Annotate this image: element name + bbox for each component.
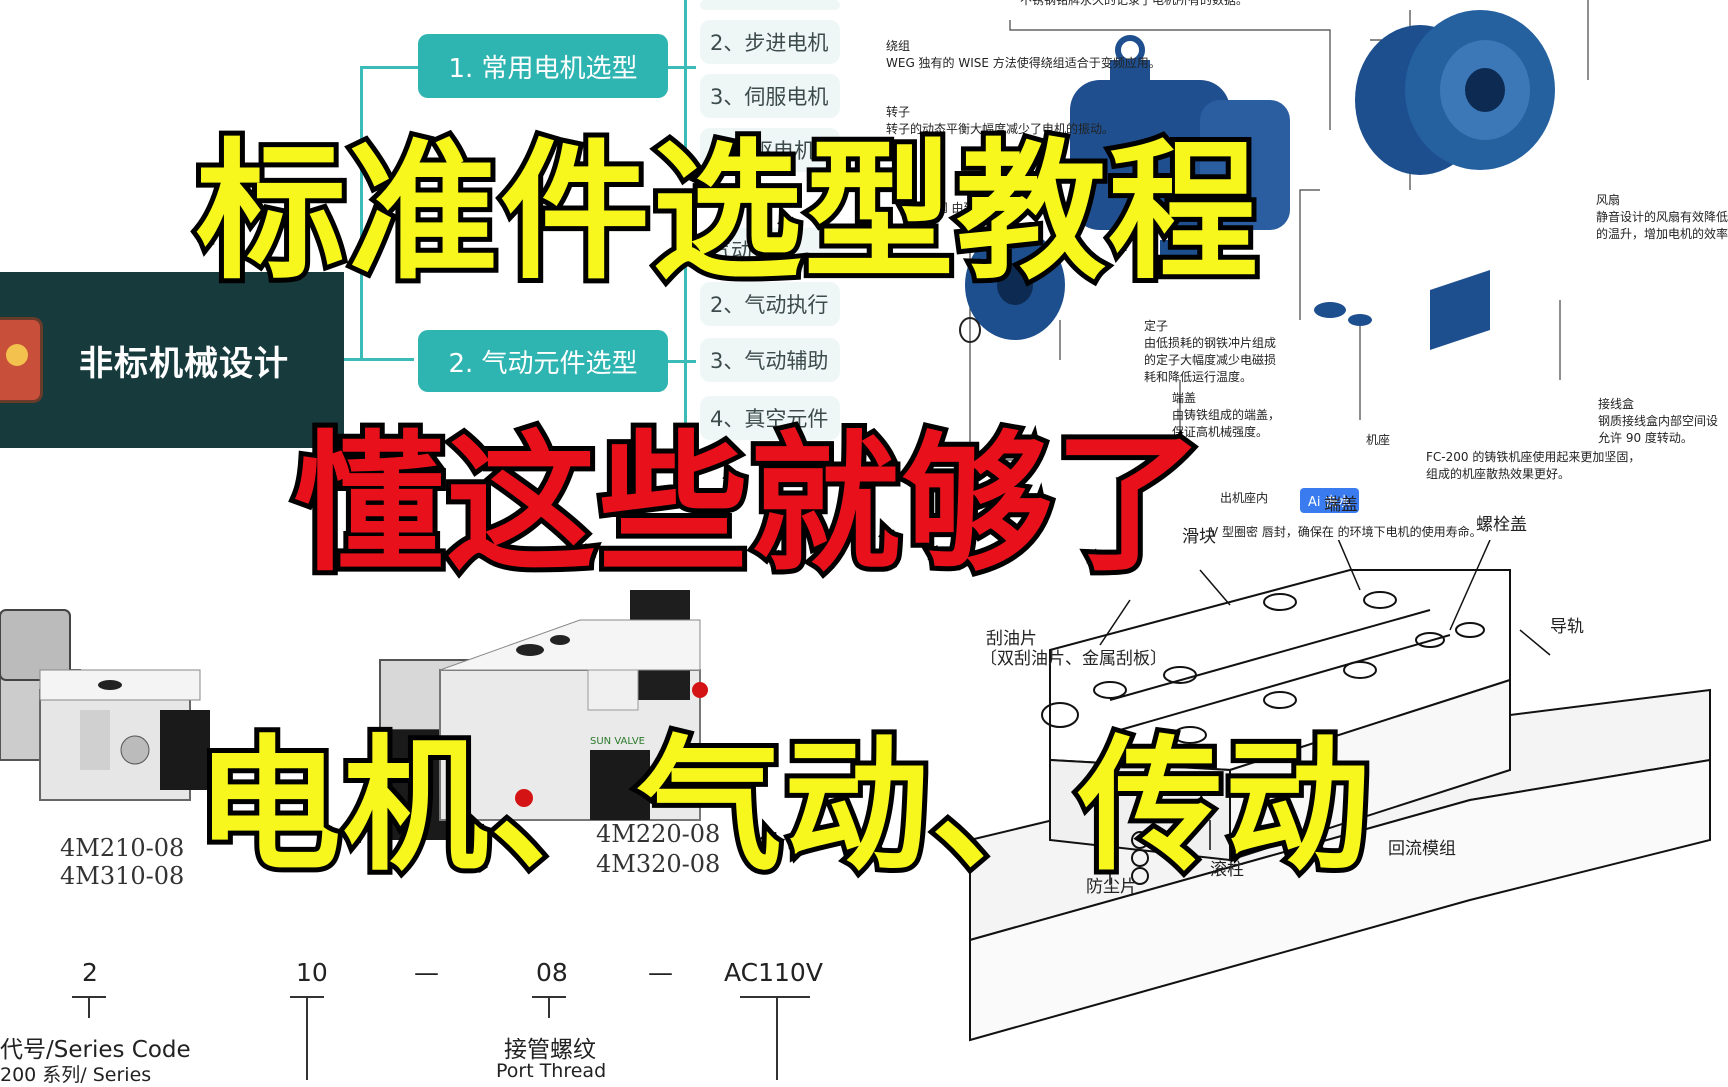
mindmap-leaf[interactable]: 气动执 (700, 228, 840, 272)
leaf-label: 2、气动执行 (710, 293, 829, 317)
thread-sub: Port Thread (496, 1060, 607, 1082)
connector (344, 358, 414, 361)
guide-label-roller: 滚柱 (1210, 860, 1244, 880)
guide-label-wiper: 刮油片 (986, 629, 1037, 649)
valve-model-right-1: 4M220-08 (596, 820, 721, 848)
code-tick (290, 996, 324, 998)
guide-label-slider: 滑块 (1182, 527, 1216, 547)
connector (668, 66, 696, 69)
code-part: — (648, 958, 673, 987)
leaf-label: 3、伺服电机 (710, 85, 829, 109)
motor-box-title: 接线盒 (1598, 397, 1635, 411)
code-part: AC110V (724, 958, 823, 987)
mindmap-leaf[interactable]: 、直驱电机 (700, 128, 840, 172)
connector (684, 0, 687, 150)
connector (684, 230, 687, 470)
motor-exploded-drawing (959, 0, 1589, 461)
ai-badge-label: Ai 去水 (1308, 495, 1351, 510)
guide-label-bolt-cap: 螺栓盖 (1476, 515, 1527, 535)
leaf-label: 4、真空元件 (710, 407, 829, 431)
valve-model-right-2: 4M320-08 (596, 850, 721, 878)
mindmap-leaf[interactable] (700, 0, 840, 10)
branch-label: 1. 常用电机选型 (448, 53, 638, 84)
valve-product-area: SUN VALVE 4M210-08 4M310-08 4M220-08 4M3… (0, 560, 860, 1086)
mindmap: 非标机械设计 1. 常用电机选型 2. 气动元件选型 2、步进电机 3、伺服电机… (0, 0, 860, 470)
leaf-label: 3、气动辅助 (710, 349, 829, 373)
mindmap-branch-motor[interactable]: 1. 常用电机选型 (418, 34, 668, 98)
motor-stator-text: 由低损耗的钢铁冲片组成 的定子大幅度减少电磁损 耗和降低运行温度。 (1144, 336, 1277, 384)
valve-model-left-2: 4M310-08 (60, 862, 185, 890)
valve-brand-label: SUN VALVE (590, 736, 645, 747)
valve-photos (0, 590, 708, 840)
motor-note: 不锈钢铭牌永久的记录了电机所有的数据。 (1020, 0, 1249, 7)
motor-diagram: 不锈钢铭牌永久的记录了电机所有的数据。 绕组 WEG 独有的 WISE 方法使得… (870, 0, 1728, 540)
motor-winding-title: 绕组 (886, 39, 911, 53)
mindmap-leaf[interactable]: 2、步进电机 (700, 20, 840, 64)
motor-base-text: FC-200 的铸铁机座使用起来更加坚固， 组成的机座散热效果更好。 (1426, 450, 1641, 481)
code-part: 08 (536, 958, 568, 987)
mindmap-leaf[interactable]: 2、气动执行 (700, 282, 840, 326)
motor-endcap-text: 由铸铁组成的端盖， 保证高机械强度。 (1172, 408, 1281, 439)
motor-box-text: 钢质接线盒内部空间设 允许 90 度转动。 (1598, 414, 1719, 445)
code-tick (88, 996, 90, 1018)
code-tick (72, 996, 106, 998)
guide-label-endcap: 端盖 (1324, 495, 1358, 515)
motor-endcap-title: 端盖 (1172, 391, 1197, 405)
motor-fan-title: 风扇 (1596, 193, 1621, 207)
code-tick (776, 996, 778, 1080)
linear-guide-drawing (969, 540, 1711, 1042)
mindmap-leaf[interactable]: 4、真空元件 (700, 396, 840, 440)
code-part: 10 (296, 958, 328, 987)
guide-label-rail: 导轨 (1550, 617, 1584, 637)
motor-rotor-title: 转子 (886, 105, 911, 119)
title-line-2: 懂这些就够了 (289, 415, 1209, 595)
guide-label-wiper-sub: 〔双刮油片、金属刮板〕 (980, 649, 1167, 669)
motor-winding-text: WEG 独有的 WISE 方法使得绕组适合于变频应用。 (886, 56, 1161, 70)
mindmap-branch-pneumatic[interactable]: 2. 气动元件选型 (418, 330, 668, 392)
mindmap-leaf[interactable]: 3、伺服电机 (700, 74, 840, 118)
leaf-label: 气动执 (710, 239, 773, 263)
guide-label-dust: 防尘片 (1086, 877, 1137, 897)
leaf-label: 、直驱电机 (710, 139, 815, 163)
series-code-sub: 200 系列/ Series (0, 1064, 152, 1086)
guide-label-return: 回流模组 (1388, 839, 1456, 859)
code-part: 2 (82, 958, 98, 987)
motor-shaft-text: 由 SA 钢 由延长 (900, 201, 988, 215)
code-tick (548, 996, 550, 1018)
code-tick (532, 996, 566, 998)
mindmap-root-label: 非标机械设计 (79, 343, 289, 384)
motor-seal-fragment: 出机座内 (1220, 491, 1269, 505)
title-line-3: 电机、气动、传动 (191, 717, 1375, 896)
connector (360, 68, 363, 358)
motor-fan-text: 静音设计的风扇有效降低 的温升，增加电机的效率 (1596, 210, 1728, 241)
title-line-1: 标准件选型教程 (191, 123, 1263, 303)
mindmap-leaf[interactable]: 3、气动辅助 (700, 338, 840, 382)
motor-seal-text: V 型圈密 唇封，确保在 的环境下电机的使用寿命。 (1210, 525, 1482, 539)
connector (360, 66, 418, 69)
motor-stator-title: 定子 (1144, 319, 1169, 333)
thread-label: 接管螺纹 (504, 1037, 596, 1063)
code-tick (740, 996, 810, 998)
mindmap-root[interactable]: 非标机械设计 (0, 272, 344, 448)
linear-guide-diagram: 端盖 螺栓盖 滑块 刮油片 〔双刮油片、金属刮板〕 导轨 回流模组 滚柱 防尘片 (950, 495, 1728, 1080)
branch-label: 2. 气动元件选型 (448, 348, 638, 379)
code-tick (306, 996, 308, 1080)
motor-rotor-text: 转子的动态平衡大幅度减少了电机的振动。 (886, 122, 1115, 136)
book-icon (0, 317, 43, 403)
leaf-label: 2、步进电机 (710, 31, 829, 55)
connector (668, 360, 696, 363)
valve-model-left-1: 4M210-08 (60, 834, 185, 862)
motor-base-title: 机座 (1366, 433, 1391, 447)
ai-watermark-badge[interactable]: Ai 去水 (1300, 488, 1359, 513)
code-part: — (414, 958, 439, 987)
series-code-label: 代号/Series Code (0, 1037, 191, 1063)
